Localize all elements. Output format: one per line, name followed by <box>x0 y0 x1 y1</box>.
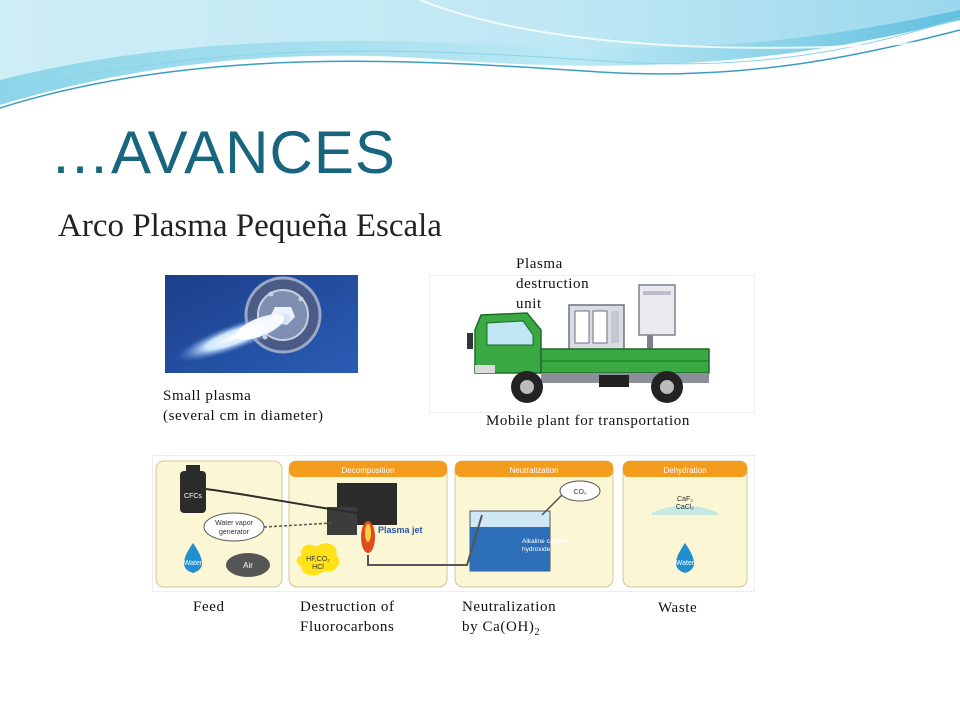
dehydration-panel: Dehydration CaF₂ CaCl₂ Water <box>622 460 748 588</box>
co2-label: CO₂ <box>573 489 587 496</box>
cfcs-label: CFCs <box>184 493 202 500</box>
feed-panel: CFCs Water vapor generator Water Air <box>155 460 283 588</box>
gas-label-2: HCl <box>312 564 324 571</box>
water-drop-icon <box>183 543 203 573</box>
water-vapor-label-1: Water vapor <box>215 520 254 527</box>
waste-caption: Waste <box>658 600 698 616</box>
destruction-caption-line2: Fluorocarbons <box>300 619 395 635</box>
slide-title: …AVANCES <box>50 119 396 186</box>
neutralization-caption-line2: by Ca(OH) <box>462 619 535 635</box>
water-vapor-label-2: generator <box>219 529 250 536</box>
small-plasma-caption-line2: (several cm in diameter) <box>163 408 324 424</box>
plasma-unit-label-line1: Plasma <box>516 256 563 272</box>
small-plasma-caption-line1: Small plasma <box>163 388 252 404</box>
decomposition-panel: Decomposition Plasma jet HF,CO₂ HCl <box>288 460 448 588</box>
alkaline-label-2: hydroxide <box>522 546 551 553</box>
cacl2-label: CaCl₂ <box>676 504 695 511</box>
decomposition-header: Decomposition <box>342 466 395 475</box>
slide-subtitle: Arco Plasma Pequeña Escala <box>58 208 442 244</box>
gas-label-1: HF,CO₂ <box>306 556 330 563</box>
caf2-label: CaF₂ <box>677 496 693 503</box>
plasma-process-diagram: CFCs Water vapor generator Water Air Dec… <box>152 455 755 592</box>
truck-caption: Mobile plant for transportation <box>486 413 690 429</box>
neutralization-panel: Neutralization CO₂ Alkaline calcium hydr… <box>454 460 614 588</box>
header-wave-decoration <box>0 0 960 109</box>
plasma-unit-label-line3: unit <box>516 296 542 312</box>
destruction-caption-line1: Destruction of <box>300 599 395 615</box>
alkaline-label-1: Alkaline calcium <box>522 538 569 545</box>
small-plasma-photo <box>165 275 358 373</box>
feed-caption: Feed <box>193 599 225 615</box>
plasma-jet-label: Plasma jet <box>378 525 423 535</box>
dehydration-header: Dehydration <box>663 466 706 475</box>
water-label: Water <box>184 560 203 567</box>
neutralization-caption-subscript: 2 <box>534 627 541 638</box>
water-label-2: Water <box>676 560 695 567</box>
water-drop-icon-2 <box>675 543 695 573</box>
neutralization-header: Neutralization <box>510 466 559 475</box>
neutralization-caption-line1: Neutralization <box>462 599 557 615</box>
air-label: Air <box>243 561 253 570</box>
mobile-plant-truck-illustration <box>429 275 755 413</box>
plasma-unit-label-line2: destruction <box>516 276 590 292</box>
